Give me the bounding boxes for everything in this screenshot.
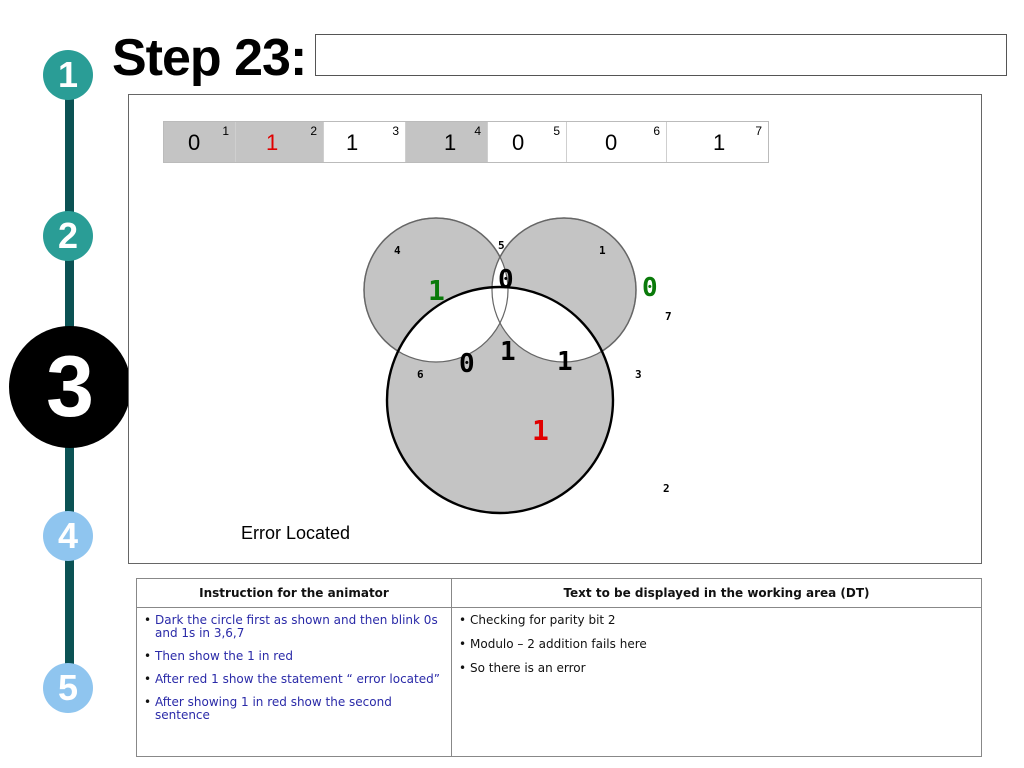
animator-item: After red 1 show the statement “ error l… (143, 673, 445, 687)
bit-cell: 1 4 (406, 122, 488, 162)
step-3-marker-active[interactable]: 3 (9, 326, 131, 448)
value-region-5: 0 (498, 265, 514, 295)
bit-value: 1 (346, 130, 359, 155)
label-region-4: 4 (394, 244, 401, 257)
circle-left-outline (363, 217, 509, 363)
bit-cell: 1 2 (236, 122, 324, 162)
circle-bottom-outline (385, 285, 615, 515)
bit-index: 7 (755, 124, 762, 138)
bit-index: 6 (653, 124, 660, 138)
venn-diagram: 4 5 1 7 6 3 2 1 0 0 1 0 1 1 (363, 217, 672, 515)
bit-cell: 0 6 (567, 122, 667, 162)
working-area: 0 1 1 2 1 3 1 4 0 5 0 6 1 7 (128, 94, 982, 564)
animator-item: Then show the 1 in red (143, 650, 445, 664)
label-region-5: 5 (498, 239, 505, 252)
bit-sequence: 0 1 1 2 1 3 1 4 0 5 0 6 1 7 (163, 121, 769, 163)
step-5-marker[interactable]: 5 (43, 663, 93, 713)
bit-value: 0 (605, 130, 618, 155)
value-region-1: 0 (642, 273, 658, 303)
step-2-marker[interactable]: 2 (43, 211, 93, 261)
bit-index: 4 (474, 124, 481, 138)
label-region-1: 1 (599, 244, 606, 257)
circle-right-outline (491, 217, 637, 363)
bit-cell: 1 3 (324, 122, 406, 162)
value-region-4: 1 (428, 274, 445, 307)
instruction-table: Instruction for the animator Text to be … (136, 578, 982, 757)
bit-index: 2 (310, 124, 317, 138)
value-region-3: 1 (557, 347, 573, 377)
label-region-2: 2 (663, 482, 670, 495)
dt-item: Modulo – 2 addition fails here (458, 638, 975, 652)
label-region-3: 3 (635, 368, 642, 381)
bit-index: 5 (553, 124, 560, 138)
page-title: Step 23: (112, 29, 307, 87)
header-animator: Instruction for the animator (136, 578, 452, 608)
bit-value: 1 (444, 130, 457, 155)
bit-value: 1 (713, 130, 726, 155)
step-4-marker[interactable]: 4 (43, 511, 93, 561)
dt-item: So there is an error (458, 662, 975, 676)
bit-cell: 0 5 (488, 122, 567, 162)
bit-index: 1 (222, 124, 229, 138)
value-region-6: 0 (459, 349, 475, 379)
dt-text: Checking for parity bit 2 Modulo – 2 add… (451, 607, 982, 757)
bit-value: 0 (512, 130, 525, 155)
bit-index: 3 (392, 124, 399, 138)
bit-cell: 0 1 (164, 122, 236, 162)
bit-value: 0 (188, 130, 201, 155)
value-region-2: 1 (532, 414, 549, 447)
animator-instructions: Dark the circle first as shown and then … (136, 607, 452, 757)
animator-item: After showing 1 in red show the second s… (143, 696, 445, 722)
bit-cell: 1 7 (667, 122, 768, 162)
label-region-6: 6 (417, 368, 424, 381)
step-1-marker[interactable]: 1 (43, 50, 93, 100)
label-region-7: 7 (665, 310, 672, 323)
value-region-7: 1 (500, 337, 516, 367)
title-text-box[interactable] (315, 34, 1007, 76)
header-dt: Text to be displayed in the working area… (451, 578, 982, 608)
bit-value: 1 (266, 130, 279, 155)
dt-item: Checking for parity bit 2 (458, 614, 975, 628)
animator-item: Dark the circle first as shown and then … (143, 614, 445, 640)
error-located-text: Error Located (241, 523, 351, 543)
